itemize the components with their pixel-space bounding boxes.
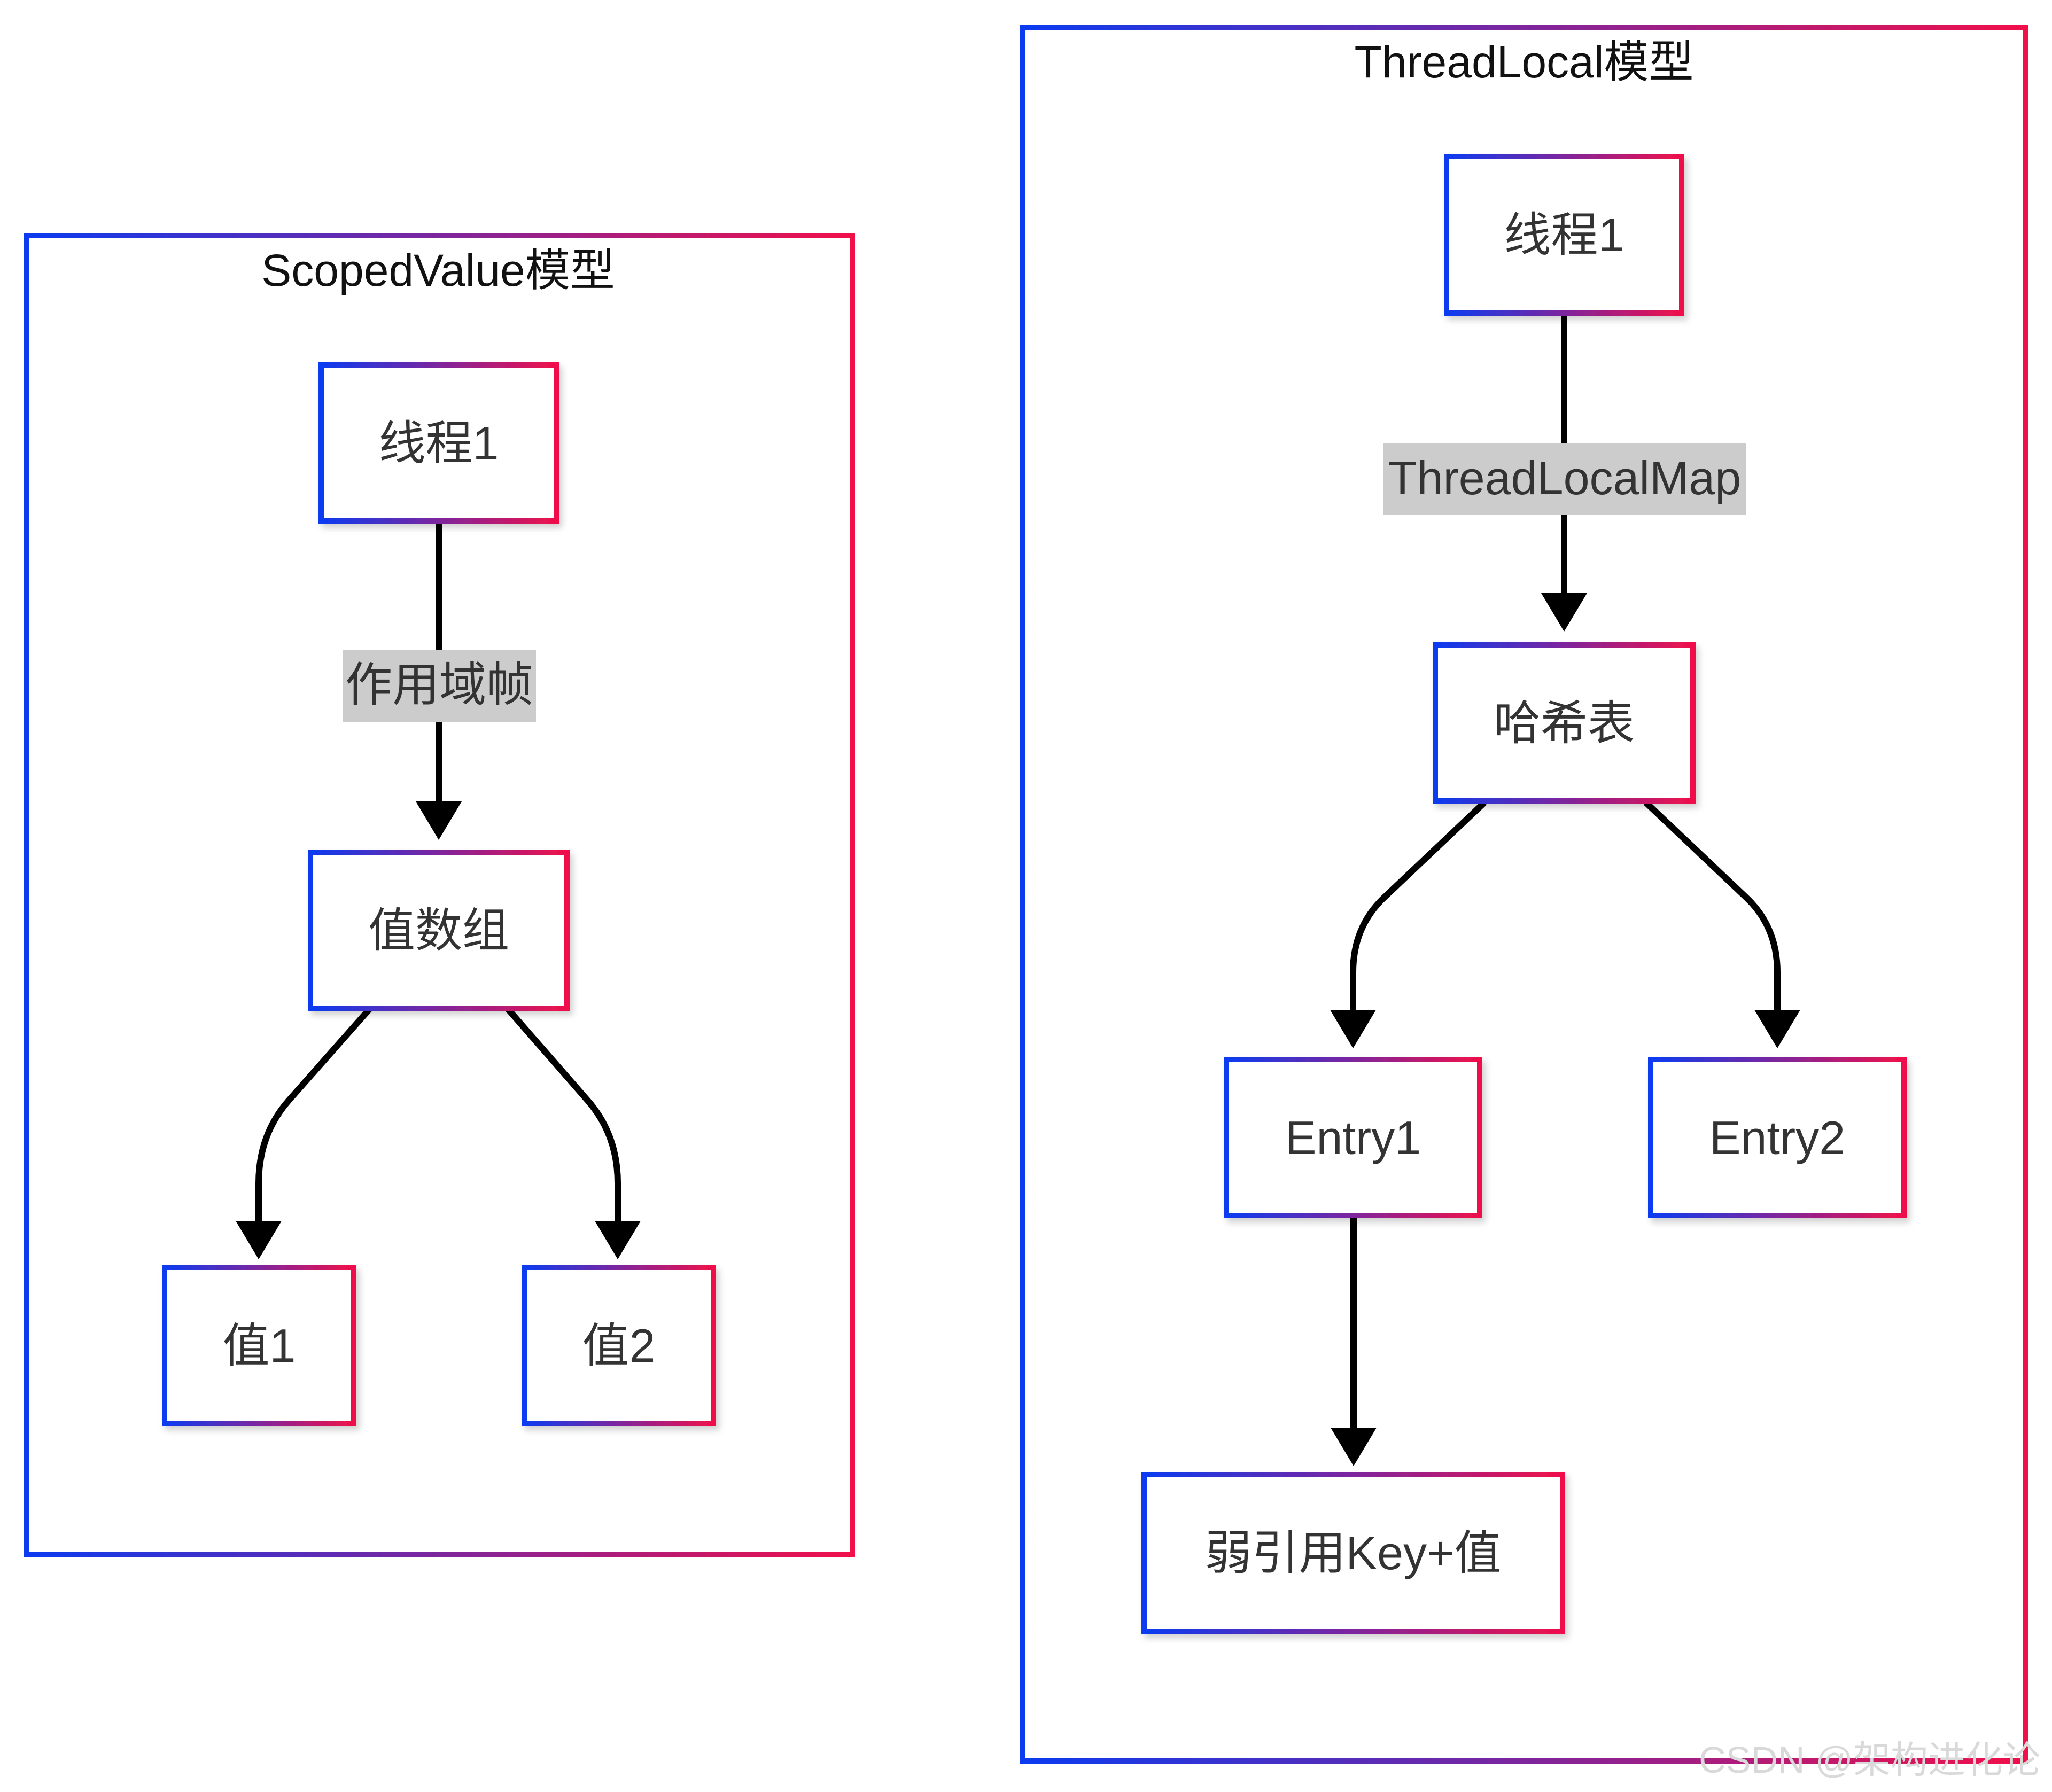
node-tl-entry1: Entry1 — [1224, 1057, 1482, 1218]
node-label: 哈希表 — [1494, 697, 1635, 750]
node-tl-hashtable: 哈希表 — [1433, 642, 1696, 804]
edge-label-scope-frame: 作用域帧 — [345, 658, 533, 711]
threadlocal-title: ThreadLocal模型 — [1355, 37, 1694, 87]
node-label: 值数组 — [368, 904, 509, 957]
node-label: 线程1 — [379, 417, 499, 470]
node-label: Entry1 — [1285, 1111, 1421, 1164]
tl-edge-thread-hash: ThreadLocalMap — [1383, 315, 1746, 632]
arrowhead — [1330, 1010, 1376, 1048]
node-label: 线程1 — [1504, 208, 1625, 261]
arrowhead — [236, 1221, 282, 1259]
arrowhead — [595, 1221, 641, 1259]
tl-edge-hash-entry2 — [1643, 800, 1800, 1048]
arrowhead — [416, 801, 462, 840]
node-label: 值2 — [582, 1319, 656, 1372]
scoped-edge-array-v2 — [505, 1007, 641, 1259]
arrowhead — [1331, 1428, 1377, 1466]
node-scoped-value-1: 值1 — [162, 1265, 356, 1426]
node-tl-entry2: Entry2 — [1648, 1057, 1907, 1218]
scoped-edge-array-v1 — [236, 1007, 372, 1259]
node-tl-thread: 线程1 — [1444, 154, 1684, 316]
edge-label-bg — [343, 650, 536, 722]
node-label: 弱引用Key+值 — [1204, 1526, 1501, 1579]
node-scoped-value-array: 值数组 — [308, 850, 570, 1011]
node-scoped-thread: 线程1 — [318, 362, 559, 524]
threadlocal-cluster: ThreadLocal模型 ThreadLocalMap 线程1 哈希表 — [1020, 25, 2028, 1764]
tl-edge-hash-entry1 — [1330, 800, 1487, 1048]
watermark: CSDN @架构进化论 — [1699, 1739, 2040, 1781]
arrowhead — [1541, 593, 1587, 632]
node-tl-weakref: 弱引用Key+值 — [1141, 1472, 1565, 1634]
scopedvalue-cluster: ScopedValue模型 作用域帧 线程1 值数组 值1 — [24, 233, 855, 1557]
threadlocal-frame — [1020, 25, 2028, 1764]
scoped-edge-thread-array: 作用域帧 — [343, 524, 536, 840]
node-scoped-value-2: 值2 — [522, 1265, 716, 1426]
scopedvalue-frame — [24, 233, 855, 1557]
node-label: 值1 — [223, 1319, 296, 1372]
edge-label-threadlocalmap: ThreadLocalMap — [1388, 451, 1741, 504]
scopedvalue-title: ScopedValue模型 — [261, 245, 615, 295]
tl-edge-entry1-weak — [1331, 1218, 1377, 1466]
node-label: Entry2 — [1709, 1111, 1845, 1164]
arrowhead — [1754, 1010, 1800, 1048]
edge-label-bg — [1383, 443, 1746, 515]
